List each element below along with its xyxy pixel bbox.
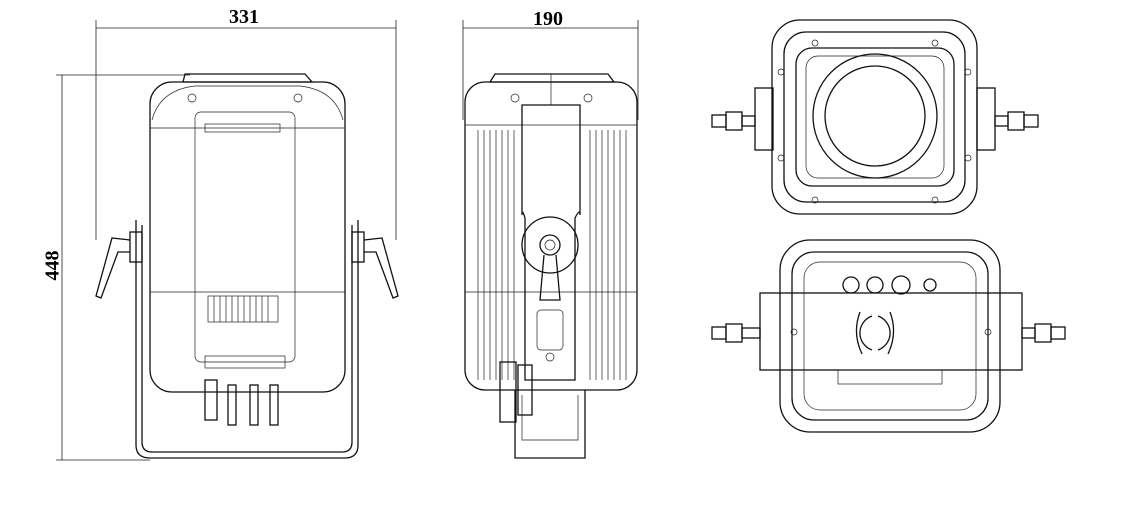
yoke [135, 220, 359, 459]
yoke-arm [521, 104, 581, 381]
front-view [56, 20, 399, 461]
cooling-fins [477, 130, 627, 380]
top-cap [182, 73, 314, 83]
mounting-plate [759, 292, 1023, 371]
cable-connectors [204, 379, 279, 426]
handle-left [95, 231, 143, 299]
top-view [711, 19, 1039, 215]
handle-right [351, 231, 399, 299]
body [149, 81, 346, 393]
body-side [464, 81, 638, 391]
height-dimension-label: 448 [41, 250, 64, 281]
depth-dimension-label: 190 [533, 8, 563, 30]
stand-base [514, 390, 586, 459]
side-view [462, 20, 639, 459]
bottom-view [711, 239, 1066, 433]
yoke-inner [141, 225, 353, 453]
lens [812, 53, 938, 179]
bottom-connectors [842, 275, 937, 295]
width-dimension-label: 331 [229, 6, 259, 28]
